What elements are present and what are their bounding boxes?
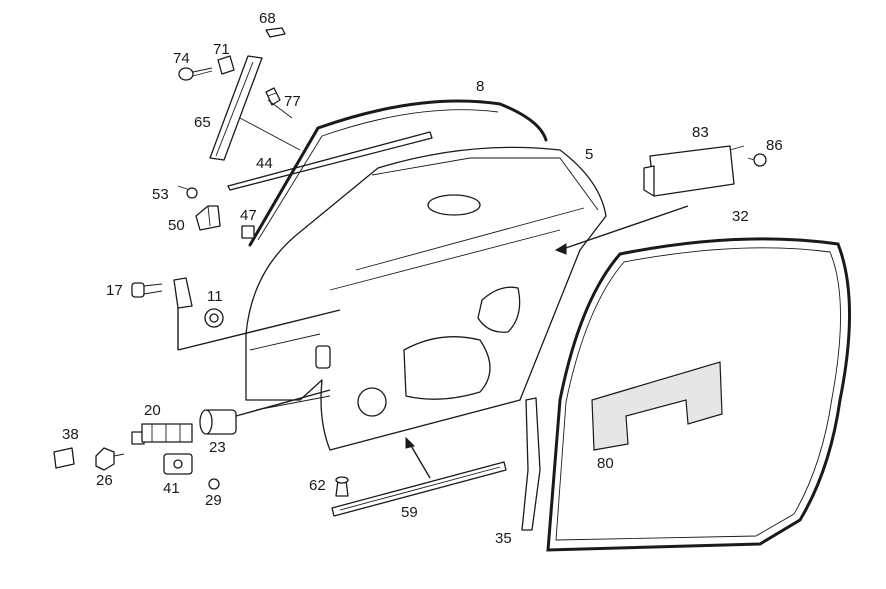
part-86-bolt — [747, 153, 767, 167]
part-11-nut — [204, 308, 224, 328]
callout-53: 53 — [152, 186, 169, 203]
part-20-lock — [131, 423, 193, 445]
callout-50: 50 — [168, 217, 185, 234]
part-83-control-module — [554, 145, 745, 255]
callout-77: 77 — [284, 93, 301, 110]
callout-71: 71 — [213, 41, 230, 58]
part-29-screw — [208, 478, 220, 490]
part-68-clip — [265, 27, 286, 38]
part-74-screw — [178, 67, 213, 81]
part-59-bottom-seal — [331, 461, 507, 517]
part-35-vertical-seal — [521, 397, 541, 531]
part-44-window-strip — [227, 131, 433, 191]
part-32-weatherstrip — [546, 237, 852, 552]
callout-26: 26 — [96, 472, 113, 489]
callout-5: 5 — [585, 146, 593, 163]
callout-68: 68 — [259, 10, 276, 27]
callout-47: 47 — [240, 207, 257, 224]
callout-59: 59 — [401, 504, 418, 521]
part-26-nut — [95, 447, 125, 471]
part-71-clip — [217, 55, 235, 75]
part-80-foil-sheet — [591, 361, 723, 451]
callout-44: 44 — [256, 155, 273, 172]
callout-41: 41 — [163, 480, 180, 497]
callout-86: 86 — [766, 137, 783, 154]
callout-35: 35 — [495, 530, 512, 547]
callout-62: 62 — [309, 477, 326, 494]
part-8-window-channel — [248, 99, 548, 247]
callout-38: 38 — [62, 426, 79, 443]
part-17-bolt — [131, 282, 163, 298]
callout-23: 23 — [209, 439, 226, 456]
arrow-into-door — [405, 436, 431, 479]
part-77-clip — [265, 87, 281, 106]
part-65-trim-strip — [209, 55, 263, 161]
part-38-cap — [53, 447, 75, 469]
part-62-clip — [335, 476, 349, 497]
callout-83: 83 — [692, 124, 709, 141]
leader-lines — [239, 99, 301, 151]
door-hinge — [173, 277, 341, 351]
part-53-bolt — [177, 185, 198, 199]
callout-8: 8 — [476, 78, 484, 95]
part-50-bracket — [195, 205, 221, 231]
part-5-door-shell — [245, 146, 607, 451]
callout-65: 65 — [194, 114, 211, 131]
part-41-plate — [163, 453, 193, 475]
callout-29: 29 — [205, 492, 222, 509]
callout-74: 74 — [173, 50, 190, 67]
callout-32: 32 — [732, 208, 749, 225]
part-47-clip — [241, 225, 255, 239]
part-23-lock-cylinder — [199, 389, 331, 435]
callout-80: 80 — [597, 455, 614, 472]
callout-11: 11 — [207, 288, 223, 305]
callout-17: 17 — [106, 282, 123, 299]
callout-20: 20 — [144, 402, 161, 419]
